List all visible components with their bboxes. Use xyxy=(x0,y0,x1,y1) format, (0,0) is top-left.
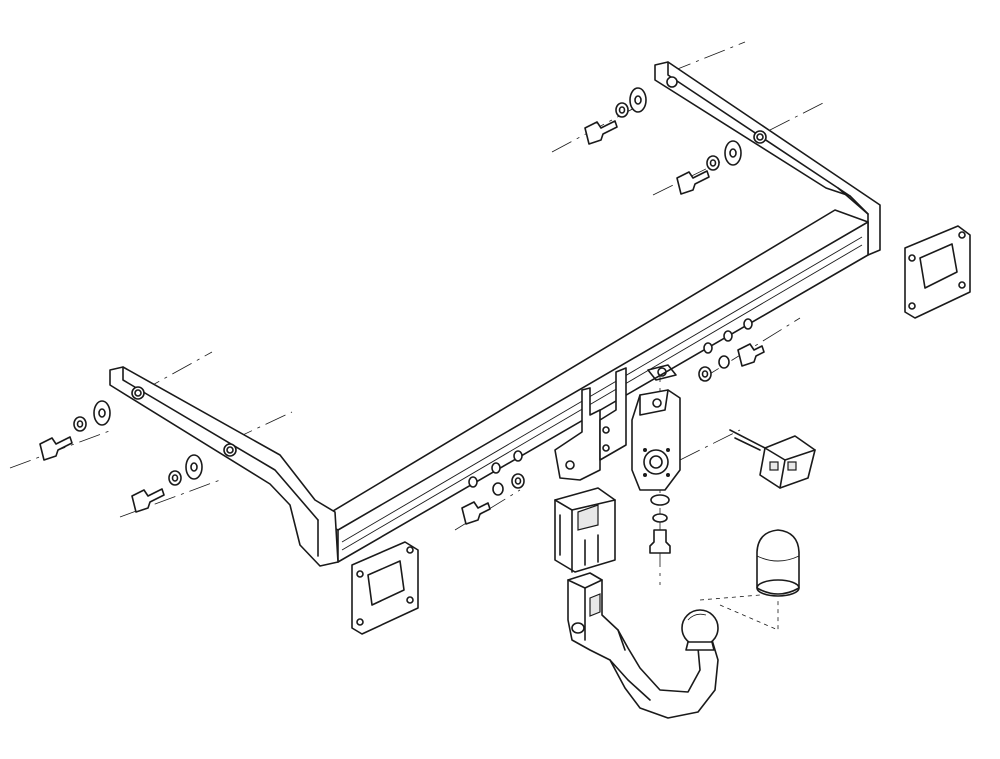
side-bracket-right xyxy=(654,61,881,256)
receiver-block xyxy=(554,487,616,573)
bolt-set-left-lower xyxy=(131,454,203,513)
bracket-nut-icon xyxy=(223,443,237,457)
center-bolts xyxy=(461,318,765,525)
bracket-hole-icon xyxy=(666,76,678,88)
bolt-set-right-lower xyxy=(676,140,742,195)
bracket-nut-icon xyxy=(131,386,145,400)
mount-plate-right xyxy=(904,225,971,319)
bolt-icon xyxy=(39,436,73,461)
bolt-set-left-upper xyxy=(39,400,111,461)
mount-plate-left xyxy=(351,541,419,635)
fixing-screw xyxy=(649,494,671,554)
socket-plate xyxy=(631,364,681,491)
tow-ball xyxy=(681,609,719,651)
side-bracket-left xyxy=(109,366,339,567)
bolt-icon xyxy=(676,170,710,195)
bolt-icon xyxy=(461,501,491,525)
electrical-socket xyxy=(729,429,816,489)
bolt-icon xyxy=(584,120,618,145)
bolt-icon xyxy=(737,343,765,367)
bracket-nut-icon xyxy=(753,130,767,144)
ball-cap xyxy=(699,529,800,631)
bolt-icon xyxy=(131,488,165,513)
center-brackets xyxy=(554,367,627,481)
bolt-set-right-upper xyxy=(584,87,647,145)
